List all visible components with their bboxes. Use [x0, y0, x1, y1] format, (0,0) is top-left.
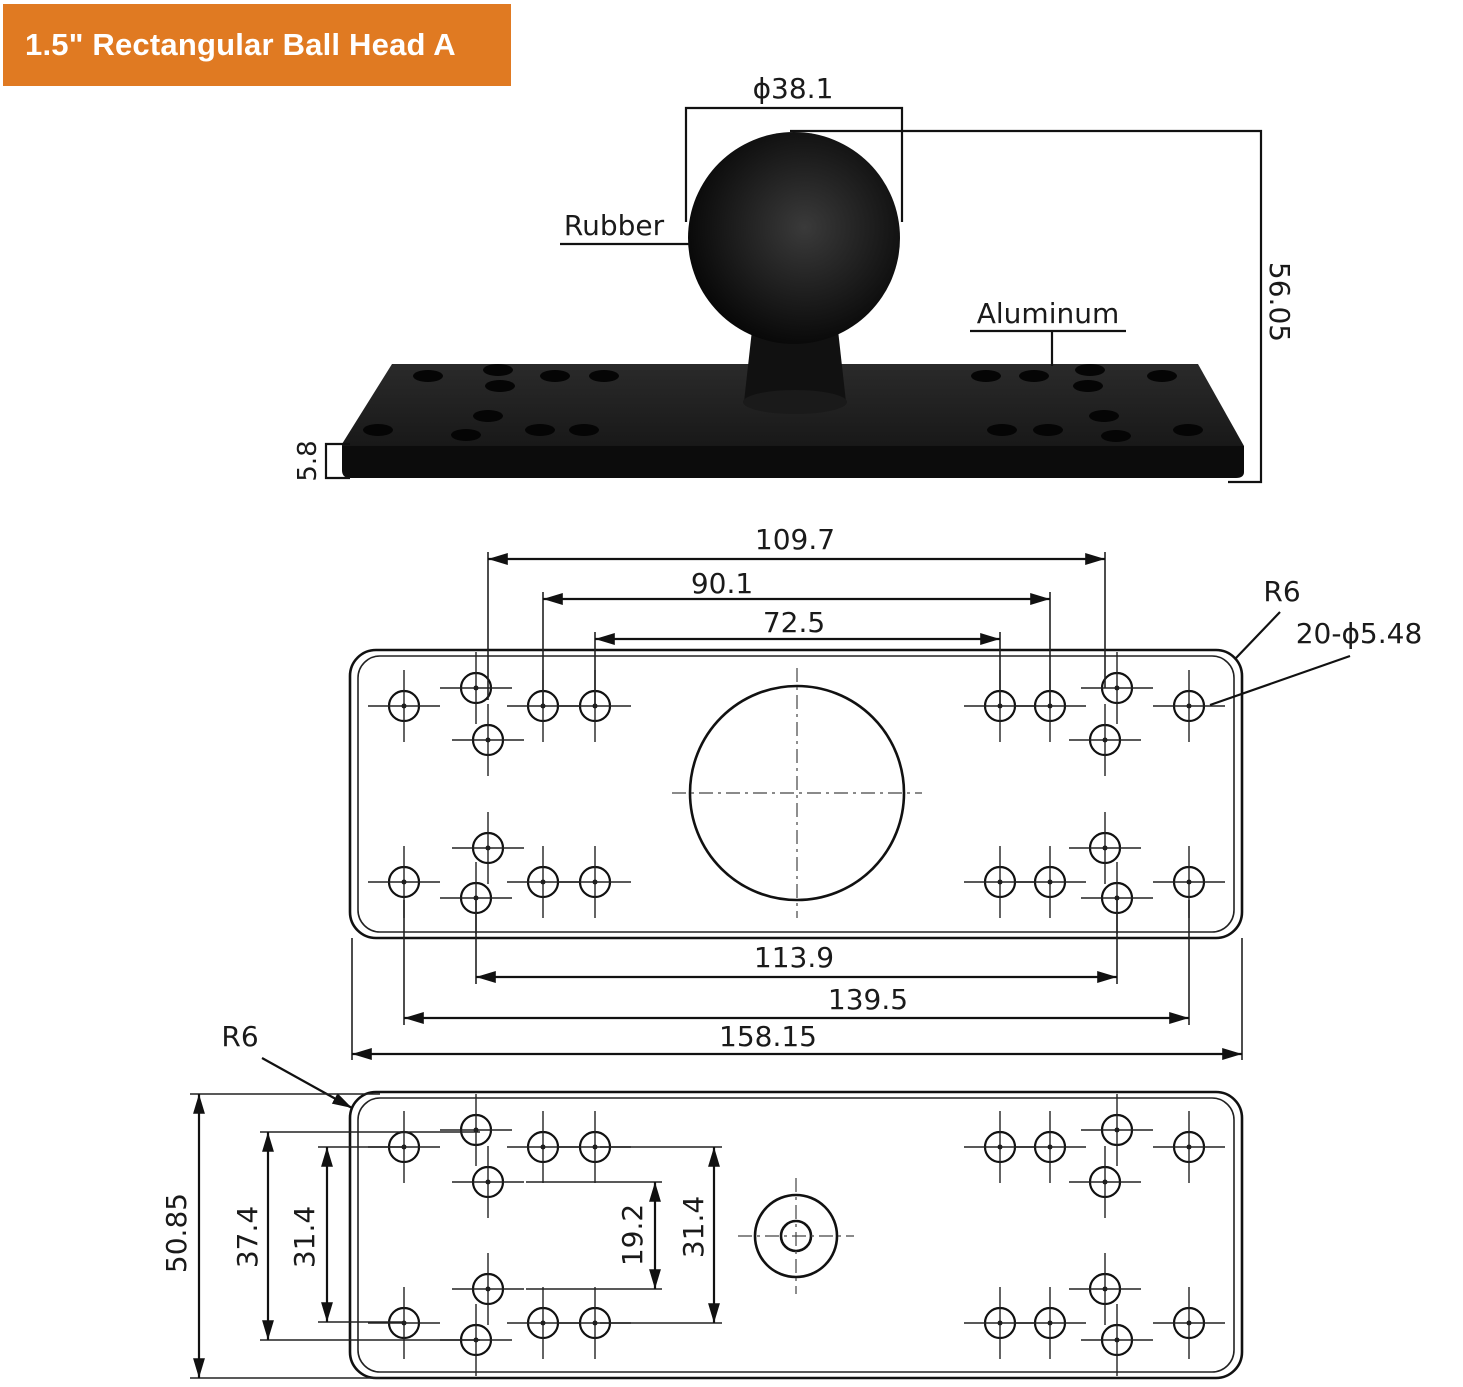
dim-139-5: 139.5 — [828, 983, 908, 1016]
dim-113-9: 113.9 — [754, 941, 834, 974]
height-label: 56.05 — [1263, 262, 1296, 342]
mounting-hole — [1153, 846, 1225, 918]
mounting-hole — [559, 846, 631, 918]
dim-158-15: 158.15 — [719, 1020, 817, 1053]
plate-slots — [363, 364, 1203, 442]
top-corner-radius-label: R6 — [1263, 575, 1300, 608]
plate-slot — [1101, 430, 1131, 442]
mounting-hole — [452, 1146, 524, 1218]
mounting-hole — [1069, 704, 1141, 776]
plate-slot — [1073, 380, 1103, 392]
mounting-hole — [1081, 652, 1153, 724]
product-photo: ϕ38.1 56.05 5.8 Rubber Aluminum — [293, 72, 1296, 484]
plate-slot — [473, 410, 503, 422]
mounting-hole — [1153, 1111, 1225, 1183]
mounting-hole — [1014, 670, 1086, 742]
plate-slot — [540, 370, 570, 382]
holes-spec-label: 20-ϕ5.48 — [1296, 617, 1423, 650]
mounting-hole — [1069, 1146, 1141, 1218]
plate-slot — [1173, 424, 1203, 436]
dim-50-85: 50.85 — [160, 1193, 193, 1273]
mounting-hole — [507, 1287, 579, 1359]
rubber-label: Rubber — [564, 209, 665, 242]
plate-slot — [569, 424, 599, 436]
mounting-hole — [964, 846, 1036, 918]
mounting-hole — [440, 652, 512, 724]
dim-109-7: 109.7 — [755, 523, 835, 556]
dim-31-4-right: 31.4 — [677, 1196, 710, 1258]
plate-slot — [1089, 410, 1119, 422]
mounting-hole — [452, 1253, 524, 1325]
plate-slot — [987, 424, 1017, 436]
plate-slot — [451, 429, 481, 441]
bottom-view-drawing: R6 50.85 37.4 31.4 19.2 31.4 — [160, 1020, 1244, 1380]
bottom-corner-radius-label: R6 — [221, 1020, 258, 1053]
thickness-label: 5.8 — [293, 440, 323, 481]
mounting-hole — [964, 1287, 1036, 1359]
aluminum-label: Aluminum — [977, 297, 1120, 330]
mounting-hole — [507, 846, 579, 918]
plate-slot — [363, 424, 393, 436]
plate-slot — [1075, 364, 1105, 376]
mounting-hole — [1081, 1094, 1153, 1166]
ball-base-circle — [688, 684, 906, 902]
mounting-hole — [1014, 1111, 1086, 1183]
mounting-hole — [507, 1111, 579, 1183]
mounting-hole — [1014, 846, 1086, 918]
dim-90-1: 90.1 — [691, 567, 753, 600]
plate-slot — [971, 370, 1001, 382]
rubber-ball — [688, 132, 900, 344]
dim-37-4: 37.4 — [231, 1206, 264, 1268]
mounting-hole — [452, 704, 524, 776]
mounting-hole — [1153, 1287, 1225, 1359]
plate-slot — [589, 370, 619, 382]
plate-slot — [1019, 370, 1049, 382]
plate-slot — [413, 370, 443, 382]
dim-31-4-left: 31.4 — [288, 1206, 321, 1268]
plate-slot — [525, 424, 555, 436]
mounting-hole — [1069, 812, 1141, 884]
plate-slot — [483, 364, 513, 376]
plate-slot — [1033, 424, 1063, 436]
mounting-hole — [1014, 1287, 1086, 1359]
dim-19-2: 19.2 — [616, 1204, 649, 1266]
top-view-drawing: 109.7 90.1 72.5 R6 20-ϕ5.48 113.9 139.5 … — [348, 523, 1423, 1060]
mounting-hole — [440, 1094, 512, 1166]
mounting-hole — [964, 670, 1036, 742]
mounting-hole — [1081, 1304, 1153, 1376]
mounting-hole — [1153, 670, 1225, 742]
plate-slot — [485, 380, 515, 392]
top-view-holes — [368, 652, 1225, 934]
ball-diameter-label: ϕ38.1 — [753, 72, 834, 105]
plate-slot — [1147, 370, 1177, 382]
mounting-hole — [452, 812, 524, 884]
top-view-plate-outline — [348, 648, 1244, 940]
title-banner: 1.5" Rectangular Ball Head A — [3, 4, 511, 86]
mounting-hole — [368, 1287, 440, 1359]
dim-72-5: 72.5 — [763, 606, 825, 639]
mounting-hole — [368, 670, 440, 742]
bottom-view-holes — [368, 1094, 1225, 1376]
mounting-hole — [368, 846, 440, 918]
mounting-hole — [1069, 1253, 1141, 1325]
title-text: 1.5" Rectangular Ball Head A — [25, 27, 456, 62]
